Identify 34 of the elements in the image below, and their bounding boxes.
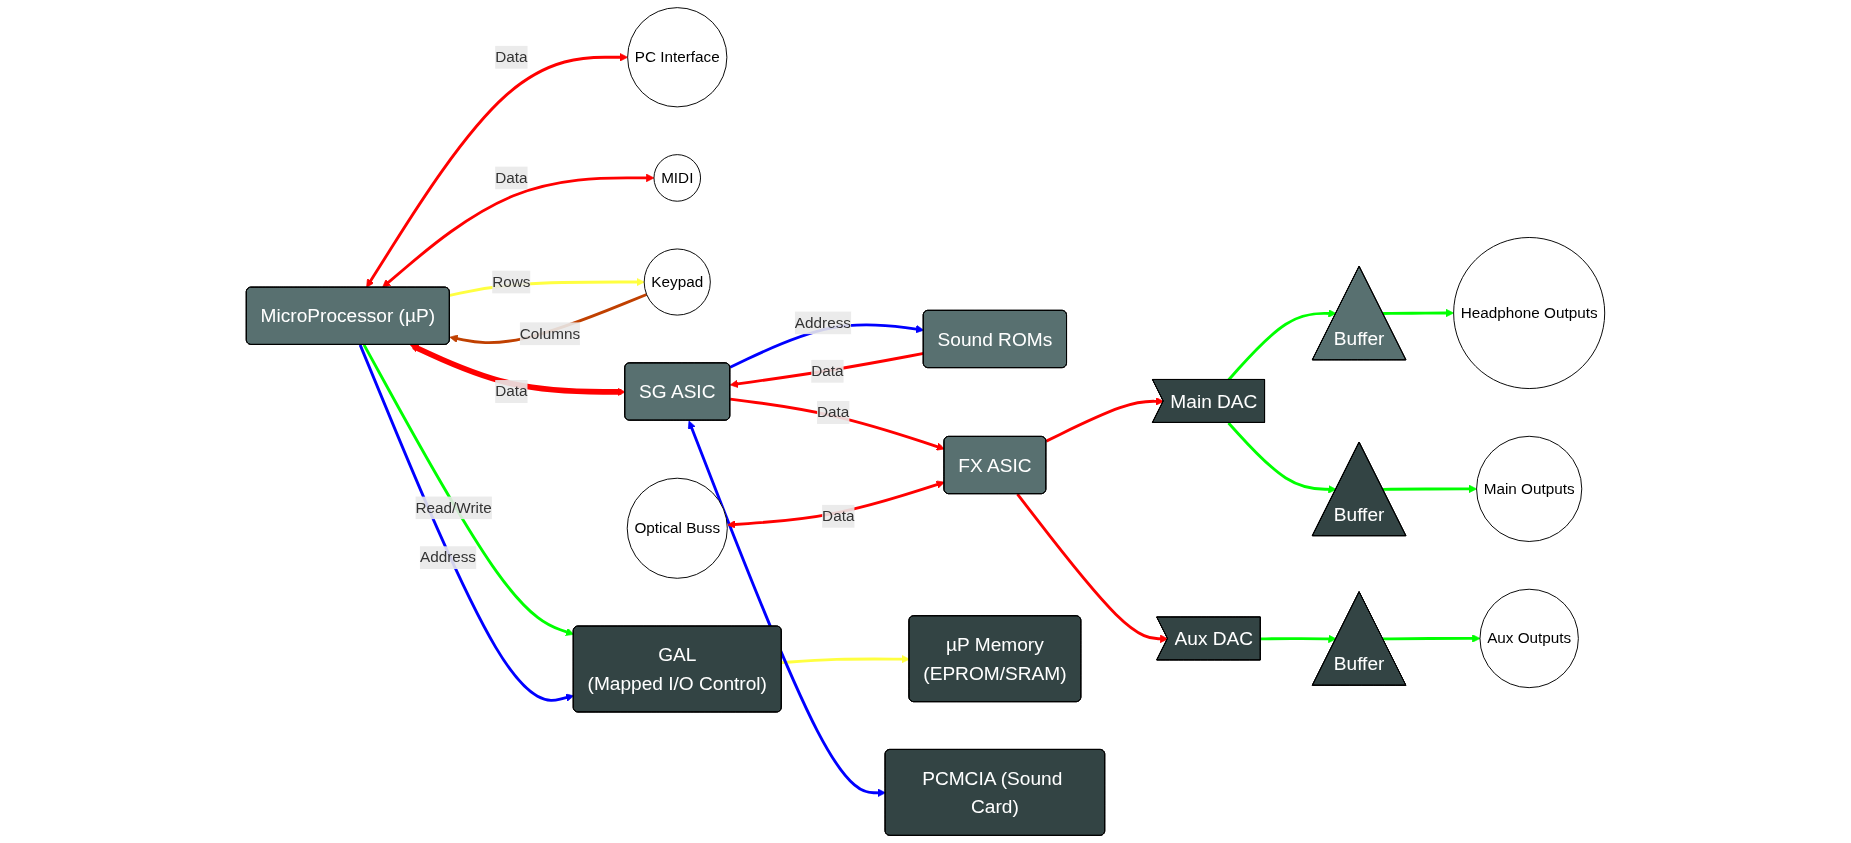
arrow — [382, 173, 655, 288]
arrow — [1382, 484, 1477, 494]
arrow — [362, 344, 575, 636]
arrow — [366, 53, 628, 288]
arrow — [1382, 308, 1454, 318]
arrow — [358, 344, 575, 702]
edge-label: Rows — [492, 273, 531, 290]
arrow — [729, 352, 924, 388]
arrow — [687, 420, 886, 797]
edge-label: Data — [811, 362, 844, 379]
node-circle: Aux Outputs — [1479, 588, 1579, 689]
edge-label: Data — [495, 169, 528, 186]
arrow — [1260, 634, 1337, 644]
node-circle: MIDI — [653, 154, 702, 202]
edge-label: Data — [822, 507, 855, 524]
node-circle: PC Interface — [627, 7, 728, 108]
edge-label: Data — [495, 48, 528, 65]
arrow — [1227, 309, 1337, 381]
edge-label: Read/Write — [415, 499, 492, 516]
node-circle: Keypad — [643, 248, 711, 316]
node-circle: Headphone Outputs — [1453, 237, 1606, 390]
arrow — [1382, 634, 1481, 643]
edge-label: Address — [419, 549, 477, 566]
arrow — [410, 343, 626, 397]
edge-label: Data — [495, 382, 528, 400]
node-circle: Main Outputs — [1476, 435, 1583, 542]
arrow — [1227, 421, 1337, 494]
edge-label: Data — [817, 403, 850, 421]
arrow — [727, 480, 945, 529]
edge-label: Address — [794, 314, 851, 331]
node-circle: Optical Buss — [626, 477, 728, 579]
edge-label: Columns — [519, 325, 581, 342]
arrow — [781, 654, 910, 665]
arrow — [730, 397, 945, 451]
